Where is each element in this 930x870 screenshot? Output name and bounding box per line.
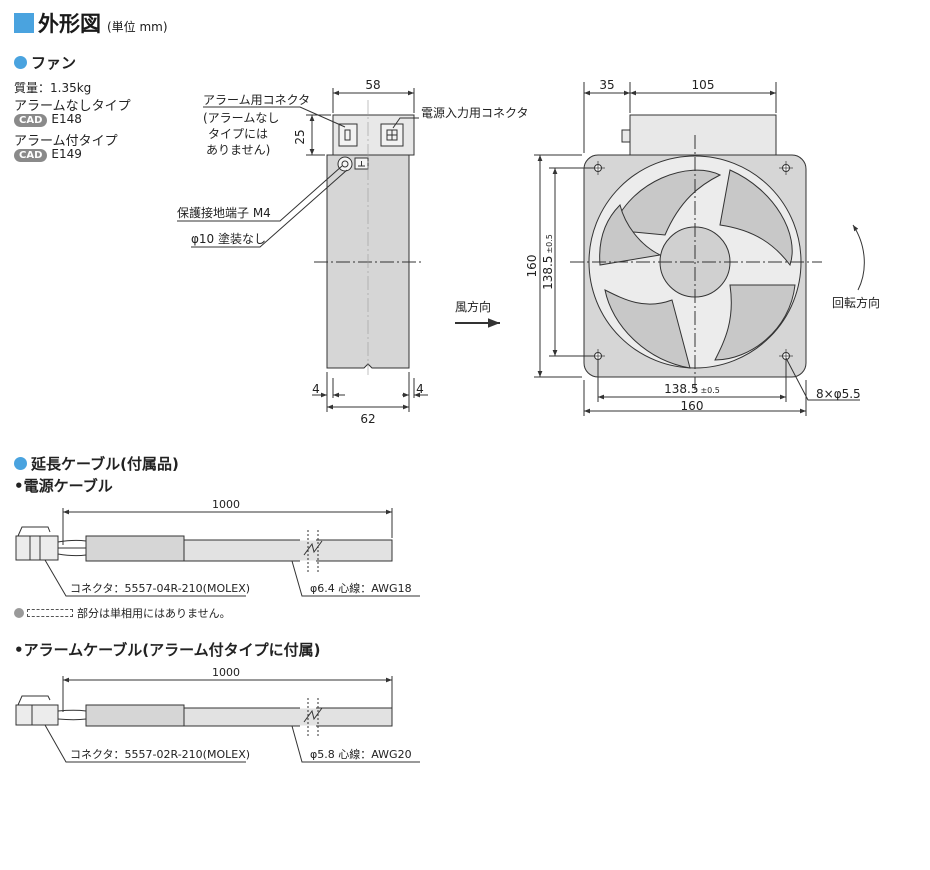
fan-blades: [599, 169, 796, 369]
dim-side-bottom: 62: [360, 412, 375, 426]
alarm-connector-note-3: ありません): [206, 143, 270, 157]
power-cable-length: 1000: [212, 498, 240, 511]
dim-side-connector: 25: [293, 129, 307, 144]
power-cable-labels: 1000 コネクタ：5557-04R-210(MOLEX) φ6.4 心線：AW…: [70, 498, 412, 595]
dim-front-width: 160: [681, 399, 704, 413]
dim-front-height: 160: [525, 255, 539, 278]
dim-front-left: 35: [599, 78, 614, 92]
power-cable-sleeve: [85, 535, 185, 562]
alarm-connector-note-2: タイプには: [208, 127, 268, 141]
cad-badge[interactable]: CAD: [14, 149, 48, 162]
dim-front-right: 105: [692, 78, 715, 92]
ground-terminal-label: 保護接地端子 M4: [177, 205, 271, 220]
note-dot-icon: [14, 608, 24, 618]
alarm-cable-body: [183, 707, 393, 727]
title-unit: (単位 mm): [107, 20, 168, 34]
power-connector-plug: [15, 535, 59, 561]
fan-type-alarm: アラーム付タイプ: [14, 134, 118, 149]
fan-mass: 質量：1.35kg: [14, 81, 92, 95]
power-cable-body: [183, 539, 393, 562]
dim-side-right-offset: 4: [416, 382, 424, 396]
ground-terminal-icon: [337, 156, 353, 172]
section-dot-icon: [14, 457, 27, 470]
power-cable-title: •電源ケーブル: [14, 477, 113, 495]
alarm-cable-sleeve: [85, 704, 185, 727]
hole-label: 8×φ5.5: [816, 387, 861, 401]
alarm-cable-length: 1000: [212, 666, 240, 679]
fan-heading: ファン: [14, 52, 76, 73]
page-title: 外形図 (単位 mm): [14, 8, 168, 38]
cables-heading: 延長ケーブル(付属品): [14, 453, 179, 474]
dim-front-pitch-v-tol: ±0.5: [545, 234, 554, 253]
fan-heading-text: ファン: [31, 54, 77, 72]
airflow-label: 風方向: [455, 299, 491, 314]
alarm-connector-label: コネクタ：5557-02R-210(MOLEX): [70, 748, 250, 761]
dim-front-pitch-h: 138.5±0.5: [664, 382, 720, 396]
power-wire-label: φ6.4 心線：AWG18: [310, 581, 412, 595]
alarm-connector-icon: [338, 123, 358, 147]
power-cable-drawing: [15, 508, 420, 597]
fan-type-no-alarm: アラームなしタイプ: [14, 99, 131, 114]
dim-front-pitch-h-tol: ±0.5: [700, 386, 719, 395]
side-view-labels: 58 25 62 4 4 アラーム用コネクタ (アラームなし タイプには ありま…: [177, 78, 529, 426]
title-text: 外形図: [38, 12, 101, 36]
rotation-arrow-icon: [852, 224, 865, 291]
dim-front-pitch-v: 138.5 ±0.5: [541, 234, 555, 290]
dim-front-pitch-v-value: 138.5: [541, 256, 555, 290]
alarm-wire-label: φ5.8 心線：AWG20: [310, 747, 412, 761]
cad-no-alarm-code[interactable]: E148: [51, 112, 82, 126]
dim-side-top: 58: [365, 78, 380, 92]
cables-heading-text: 延長ケーブル(付属品): [31, 455, 179, 473]
section-dot-icon: [14, 56, 27, 69]
title-square-icon: [14, 13, 34, 33]
front-view-labels: 35 105 160 138.5±0.5 138.5±0.5 160 8×φ5.…: [525, 78, 880, 413]
front-connector-box: [629, 114, 777, 156]
front-view: [534, 82, 865, 416]
alarm-cable-drawing: [15, 676, 420, 763]
unpainted-label: φ10 塗装なし: [191, 231, 266, 246]
power-connector-label: 電源入力用コネクタ: [421, 106, 529, 120]
side-view: [177, 88, 428, 412]
cad-badge[interactable]: CAD: [14, 114, 48, 127]
cable-note: 部分は単相用にはありません。: [14, 605, 231, 621]
cable-note-text: 部分は単相用にはありません。: [77, 607, 231, 620]
rotation-label: 回転方向: [832, 295, 880, 310]
alarm-cable-labels: 1000 コネクタ：5557-02R-210(MOLEX) φ5.8 心線：AW…: [70, 666, 412, 761]
alarm-connector-label: アラーム用コネクタ: [203, 93, 310, 107]
cad-alarm-code[interactable]: E149: [51, 147, 82, 161]
alarm-connector-note-1: (アラームなし: [203, 111, 279, 125]
alarm-connector-plug: [15, 704, 59, 726]
power-connector-label: コネクタ：5557-04R-210(MOLEX): [70, 582, 250, 595]
dim-front-pitch-h-value: 138.5: [664, 382, 698, 396]
alarm-cable-title: •アラームケーブル(アラーム付タイプに付属): [14, 641, 321, 659]
note-dashed-box: [27, 609, 73, 617]
dim-side-left-offset: 4: [312, 382, 320, 396]
